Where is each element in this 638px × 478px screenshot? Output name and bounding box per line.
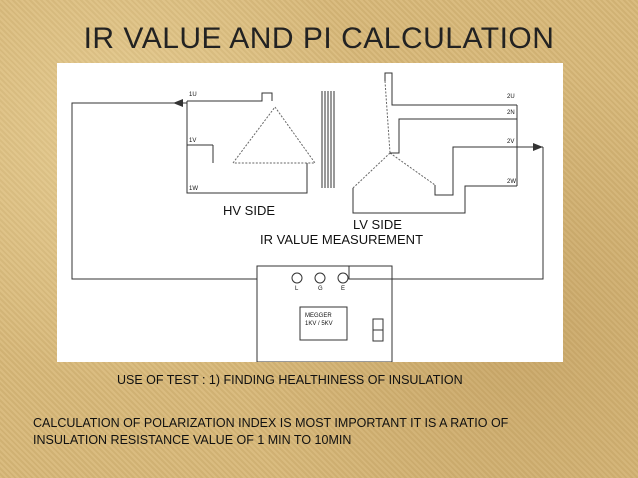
hv-side-label: HV SIDE: [223, 203, 276, 218]
hv-arrow: [173, 99, 183, 107]
terminal-1w: 1W: [189, 186, 198, 192]
lv-side-label: LV SIDE: [353, 217, 402, 232]
lv-to-megger-wire: [348, 147, 544, 280]
terminal-1v: 1V: [189, 138, 197, 144]
hv-delta-winding: [232, 106, 316, 164]
transformer-ir-diagram: 1U 1V 1W 2U 2N 2V 2W HV SIDE LV SIDE IR …: [57, 63, 563, 362]
megger-label-g: G: [318, 286, 323, 292]
circuit-drawing: [71, 72, 544, 362]
megger-terminal-l: [291, 272, 303, 284]
terminal-2u: 2U: [507, 94, 515, 100]
megger-box: [256, 265, 393, 362]
megger-terminal-e: [337, 272, 349, 284]
hv-top-wire: [187, 92, 273, 102]
megger-rating: 1KV / 5KV: [305, 321, 333, 327]
terminal-2v: 2V: [507, 139, 515, 145]
lv-2v-wire: [434, 146, 517, 196]
lv-2n-wire: [390, 118, 517, 154]
terminal-1u: 1U: [189, 92, 197, 98]
terminal-2n: 2N: [507, 110, 515, 116]
terminal-2w: 2W: [507, 179, 516, 185]
pi-description-line-1: CALCULATION OF POLARIZATION INDEX IS MOS…: [33, 416, 509, 430]
pi-description-line-2: INSULATION RESISTANCE VALUE OF 1 MIN TO …: [33, 433, 352, 447]
megger-name: MEGGER: [305, 313, 332, 319]
lv-2u-wire: [384, 72, 517, 106]
slide-title: IR VALUE AND PI CALCULATION: [83, 22, 555, 55]
megger-display: [299, 306, 348, 341]
ir-measurement-label: IR VALUE MEASUREMENT: [260, 232, 424, 247]
megger-label-l: L: [295, 286, 299, 292]
lv-2w-wire: [352, 185, 517, 214]
megger-label-e: E: [341, 286, 346, 292]
megger-terminal-g: [314, 272, 326, 284]
lv-star-winding: [384, 80, 391, 154]
hv-left-wire: [186, 101, 213, 194]
hv-to-megger-wire: [71, 102, 258, 280]
lv-arrow: [533, 143, 543, 151]
use-of-test-text: USE OF TEST : 1) FINDING HEALTHINESS OF …: [117, 373, 463, 387]
